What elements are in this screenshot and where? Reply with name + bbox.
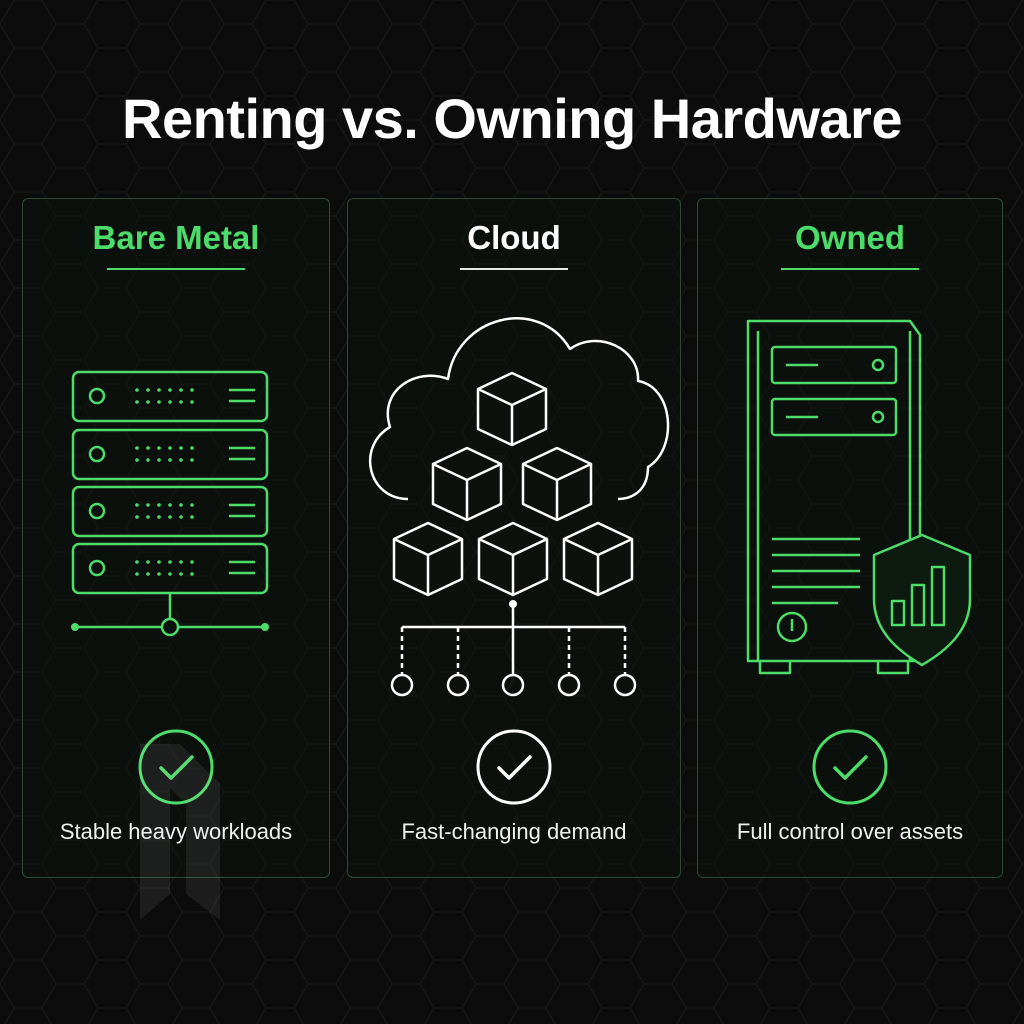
panel-caption: Fast-changing demand xyxy=(401,819,627,844)
panel-title: Cloud xyxy=(467,219,561,256)
check-circle-icon xyxy=(138,729,214,805)
panel-caption: Full control over assets xyxy=(736,819,964,844)
cloud-cubes-icon xyxy=(368,317,670,697)
check-circle-icon xyxy=(476,729,552,805)
panel-title: Owned xyxy=(794,219,905,256)
title-underline xyxy=(460,268,568,270)
page-title: Renting vs. Owning Hardware xyxy=(122,87,902,150)
tower-server-shield-icon xyxy=(746,319,972,675)
panel-cloud: Cloud xyxy=(347,198,681,878)
title-underline xyxy=(107,268,245,270)
title-underline xyxy=(781,268,919,270)
server-rack-icon xyxy=(71,370,269,637)
panel-title: Bare Metal xyxy=(92,219,260,256)
panel-caption: Stable heavy workloads xyxy=(59,819,293,844)
panel-owned: Owned F xyxy=(697,198,1003,878)
panel-bare-metal: Bare Metal xyxy=(22,198,330,878)
watermark-logo-icon xyxy=(140,744,220,920)
check-circle-icon xyxy=(812,729,888,805)
